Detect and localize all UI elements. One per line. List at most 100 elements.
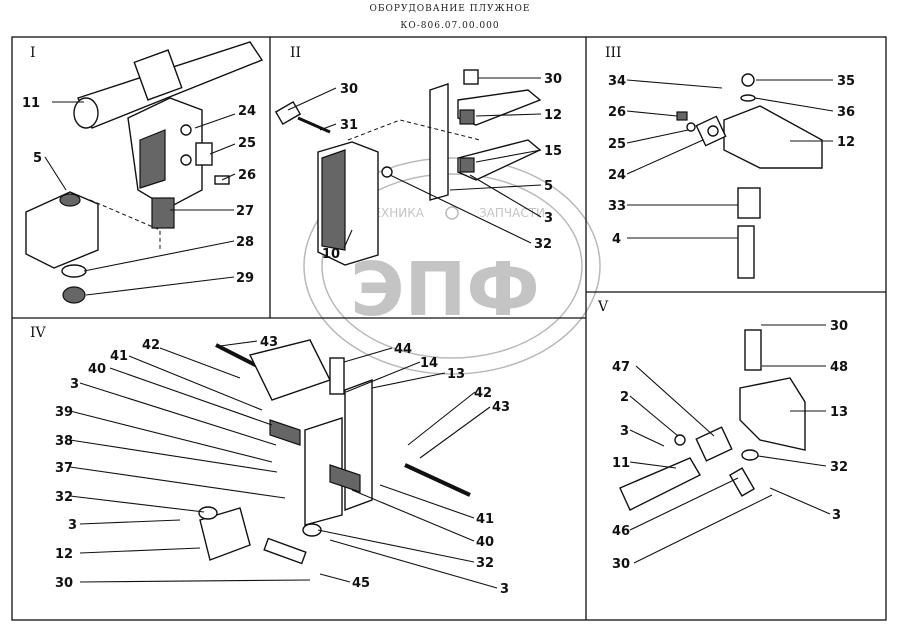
watermark-inner-ring [321, 173, 583, 359]
callout: 12 [544, 108, 562, 123]
washer-32 [381, 166, 393, 178]
leader-5-ii [449, 184, 542, 191]
leader-3-iv-b [79, 519, 181, 525]
callout: 35 [837, 74, 855, 89]
pin-45 [263, 537, 307, 565]
callout: 48 [830, 360, 848, 375]
pin-4 [737, 225, 755, 279]
spring-40 [269, 419, 301, 446]
callout: 30 [830, 319, 848, 334]
callout: 14 [420, 356, 438, 371]
callout: 42 [142, 338, 160, 353]
washer-25-iii [686, 122, 696, 132]
callouts: 11 5 24 25 26 27 28 29 30 31 30 12 15 5 … [22, 72, 855, 597]
leader-lines [44, 77, 834, 589]
panel-label-ii: II [290, 45, 301, 61]
callout: 41 [110, 349, 128, 364]
callout: 44 [394, 342, 412, 357]
leader-3-v [629, 429, 665, 447]
callout: 5 [544, 179, 553, 194]
leader-29 [85, 276, 235, 296]
callout: 10 [322, 247, 340, 262]
callout: 47 [612, 360, 630, 375]
callout: 32 [55, 490, 73, 505]
callout: 43 [492, 400, 510, 415]
bracket-12 [723, 105, 823, 169]
nut-35 [741, 73, 755, 87]
bushing-25 [195, 142, 213, 166]
callout: 26 [608, 105, 626, 120]
leader-42 [159, 347, 241, 379]
grease-fitting-30 [274, 100, 302, 126]
watermark-left-text: ТЕХНИКА [365, 206, 425, 220]
leader-30 [287, 87, 337, 111]
plate-shade [321, 149, 346, 251]
panel-label-iii: III [605, 45, 622, 61]
bolt-31 [297, 116, 331, 134]
panel-iv-parts [198, 339, 471, 565]
leader-3-v-b [769, 487, 831, 515]
pin-27 [151, 197, 175, 229]
callout: 45 [352, 576, 370, 591]
pin-46 [728, 467, 756, 497]
leader-32-v [757, 455, 827, 467]
washer-2 [674, 434, 686, 446]
washer-32-iv [198, 506, 218, 520]
block-12-iv [199, 507, 251, 561]
plate-14 [304, 417, 343, 526]
callout: 3 [832, 508, 841, 523]
callout: 11 [612, 456, 630, 471]
leader-26 [221, 173, 236, 181]
leader-40b [351, 489, 475, 542]
panel-label-iv: IV [30, 325, 47, 341]
callout: 38 [55, 434, 73, 449]
panel-label-v: V [597, 299, 609, 315]
leader-5 [44, 156, 67, 191]
plate-hole [707, 125, 719, 137]
washer-36 [740, 94, 756, 102]
callout: 24 [608, 168, 626, 183]
leader-41 [128, 355, 263, 411]
callout: 32 [476, 556, 494, 571]
leader-3-iv-c [329, 539, 498, 589]
callout: 3 [70, 377, 79, 392]
callout: 40 [88, 362, 106, 377]
leader-25-iii [626, 129, 689, 144]
leader-32-iv-b [317, 529, 475, 563]
leader-46 [629, 477, 739, 531]
panel-label-i: I [30, 45, 36, 61]
post-12 [429, 83, 449, 201]
callout: 30 [340, 82, 358, 97]
leader-24-iii [626, 139, 704, 175]
callout: 24 [238, 104, 256, 119]
leader-3-iv [79, 382, 277, 446]
block-socket [59, 193, 81, 207]
panel-frames [11, 36, 887, 621]
washer-28 [61, 264, 87, 278]
leader-12 [475, 113, 542, 117]
callout: 46 [612, 524, 630, 539]
swivel-33 [737, 187, 761, 219]
callout: 25 [238, 136, 256, 151]
leader-36 [754, 97, 834, 112]
callout: 42 [474, 386, 492, 401]
leader-15 [475, 149, 542, 163]
bolt-hole-bottom [180, 154, 192, 166]
callout: 5 [33, 151, 42, 166]
diagram-title: ОБОРУДОВАНИЕ ПЛУЖНОЕ [369, 4, 531, 14]
callout: 32 [534, 237, 552, 252]
callout: 28 [236, 235, 254, 250]
leader-30-iv [79, 579, 311, 583]
callout: 40 [476, 535, 494, 550]
callout: 37 [55, 461, 73, 476]
leader-32 [389, 174, 532, 244]
panel-i-parts [25, 41, 264, 304]
leader-13 [371, 372, 446, 389]
leader-41b [379, 484, 475, 519]
callout: 27 [236, 204, 254, 219]
leader-26-iii [626, 110, 678, 117]
bolt-hole-top [180, 124, 192, 136]
watermark-ring [303, 157, 601, 375]
callout: 30 [612, 557, 630, 572]
spring-40b [329, 464, 361, 493]
